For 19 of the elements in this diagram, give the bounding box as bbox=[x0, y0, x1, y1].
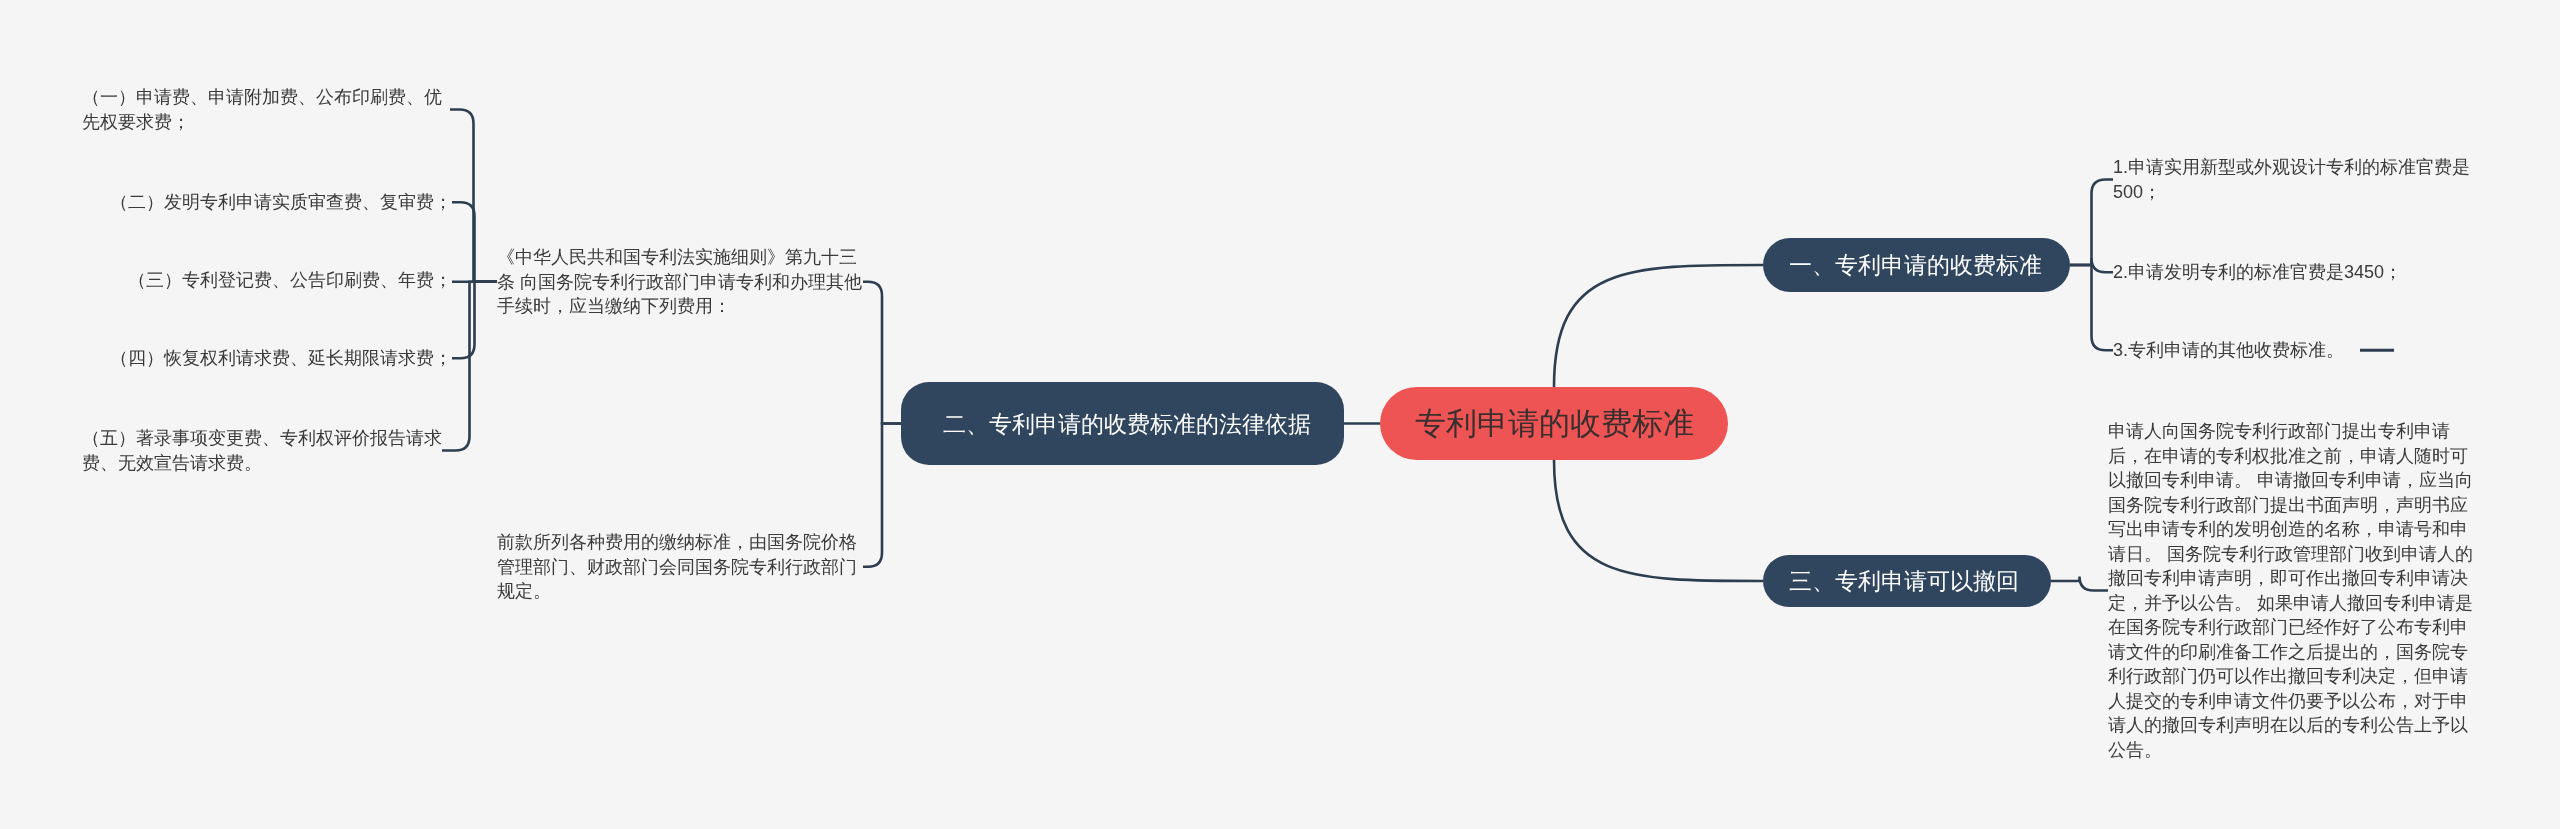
note-text: （三）专利登记费、公告印刷费、年费； bbox=[80, 268, 452, 293]
note-text: （五）著录事项变更费、专利权评价报告请求费、无效宣告请求费。 bbox=[82, 426, 442, 475]
connector-line bbox=[2051, 575, 2108, 592]
branch-topic: 二、专利申请的收费标准的法律依据 bbox=[901, 382, 1344, 465]
note-text: （一）申请费、申请附加费、公布印刷费、优先权要求费； bbox=[82, 85, 450, 134]
note-text: 《中华人民共和国专利法实施细则》第九十三条 向国务院专利行政部门申请专利和办理其他手续时，应当缴纳下列费用： bbox=[497, 245, 863, 319]
connector-line bbox=[1552, 263, 1763, 388]
note-text: 前款所列各种费用的缴纳标准，由国务院价格管理部门、财政部门会同国务院专利行政部门规定。 bbox=[497, 530, 863, 604]
note-text: （四）恢复权利请求费、延长期限请求费； bbox=[80, 346, 452, 371]
connector-line bbox=[1344, 422, 1380, 425]
note-text: 申请人向国务院专利行政部门提出专利申请后，在申请的专利权批准之前，申请人随时可以撤回专利申请。 申请撤回专利申请，应当向国务院专利行政部门提出书面声明，声明书应写出申请专利的发明创造的名称，申请号和申请日。 国务院专利行政管理部门收到申请人的撤回专利申请声明，即可作出撤回专利申请决定，并予以公告。 如果申请人撤回专利申请是在国务院专利行政部门已经作好了公布专利申请文件的印刷准备工作之后提出的，国务院专利行政部门仍可以作出撤回专利决定，但申请人提交的专利申请文件仍要予以公布，对于申请人的撤回专利声明在以后的专利公告上予以公告。 bbox=[2108, 419, 2474, 762]
connector-line bbox=[1552, 459, 1763, 583]
note-text: 2.申请发明专利的标准官费是3450； bbox=[2113, 260, 2498, 285]
branch-topic: 三、专利申请可以撤回 bbox=[1763, 555, 2051, 607]
note-text: （二）发明专利申请实质审查费、复审费； bbox=[80, 190, 452, 215]
branch-topic: 一、专利申请的收费标准 bbox=[1763, 238, 2070, 292]
note-text: 1.申请实用新型或外观设计专利的标准官费是500； bbox=[2113, 155, 2491, 204]
note-text: 3.专利申请的其他收费标准。 bbox=[2113, 338, 2344, 363]
central-topic: 专利申请的收费标准 bbox=[1380, 387, 1728, 460]
